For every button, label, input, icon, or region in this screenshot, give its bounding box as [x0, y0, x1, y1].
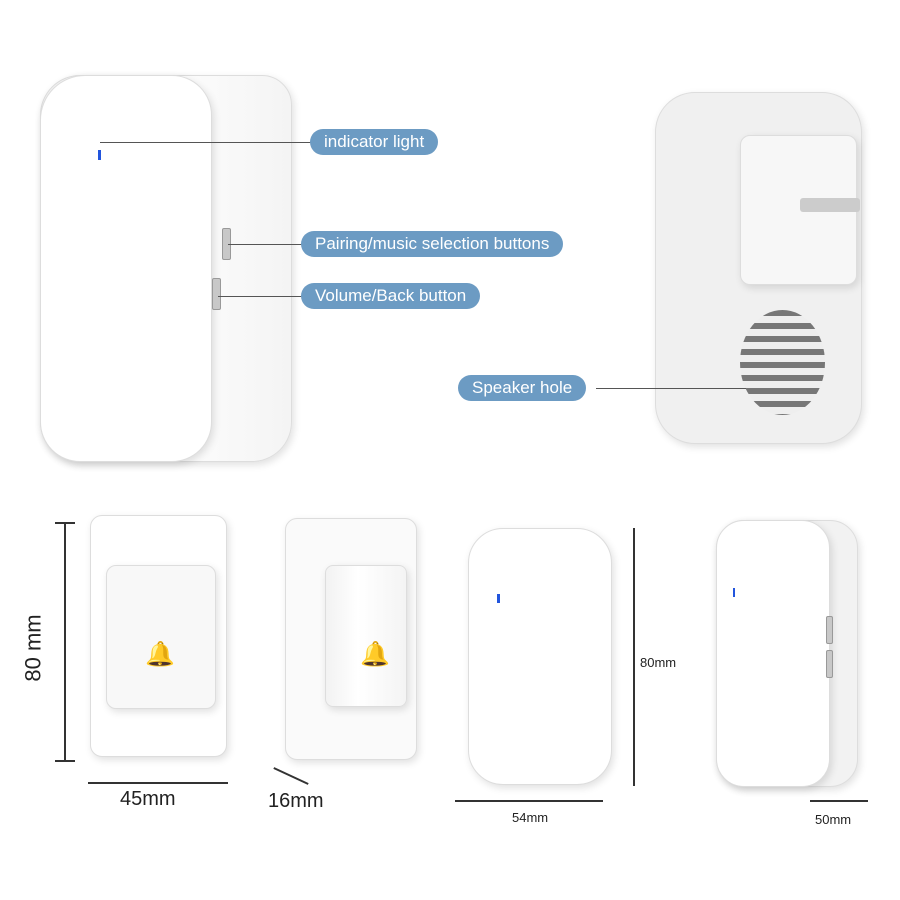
speaker-hole-label: Speaker hole — [458, 375, 587, 401]
button-height-text: 80 mm — [20, 614, 46, 682]
width-dimension-line — [88, 782, 228, 784]
receiver-depth-line — [810, 800, 868, 802]
button-width-text: 45mm — [120, 788, 176, 810]
receiver-side-front — [716, 520, 830, 787]
push-button-cap — [106, 565, 216, 709]
indicator-led — [497, 594, 500, 603]
bell-icon: 🔔 — [145, 641, 175, 668]
bell-icon: 🔔 — [360, 641, 390, 668]
indicator-leader-line — [100, 142, 312, 143]
pairing-buttons-label: Pairing/music selection buttons — [301, 231, 564, 257]
receiver-height-line — [633, 528, 635, 786]
receiver-depth-text: 50mm — [815, 812, 852, 827]
indicator-led — [98, 150, 101, 160]
push-button-angled-cap — [325, 565, 407, 707]
indicator-light-label: indicator light — [310, 129, 439, 155]
pairing-leader-line — [228, 244, 303, 245]
indicator-led — [733, 588, 735, 597]
pairing-button — [826, 616, 833, 644]
dim-cap — [55, 760, 75, 762]
receiver-front-view — [468, 528, 612, 785]
height-dimension-line — [64, 522, 66, 762]
volume-button-label: Volume/Back button — [301, 283, 481, 309]
volume-button — [826, 650, 833, 678]
speaker-grille — [740, 310, 825, 415]
receiver-height-text: 80mm — [640, 655, 677, 670]
dim-cap — [55, 522, 75, 524]
speaker-leader-line — [596, 388, 746, 389]
receiver-front-panel — [40, 75, 212, 462]
receiver-width-text: 54mm — [512, 810, 549, 825]
button-depth-text: 16mm — [268, 790, 324, 812]
receiver-width-line — [455, 800, 603, 802]
volume-leader-line — [218, 296, 303, 297]
plug-prong — [800, 198, 860, 212]
depth-dimension-line — [273, 767, 309, 785]
volume-button — [212, 278, 221, 310]
